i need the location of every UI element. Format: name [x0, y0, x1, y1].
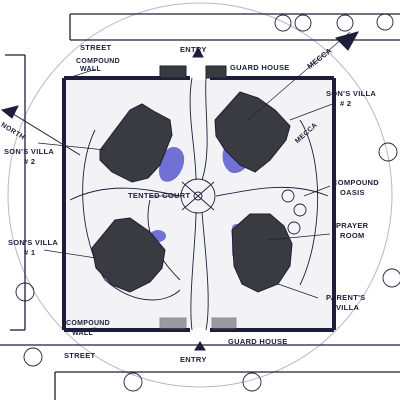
leader-lines	[37, 31, 351, 331]
label-compound-wall-top-1: COMPOUND	[76, 58, 120, 65]
label-sons-villa-left-2: # 2	[24, 157, 35, 166]
garden-paths	[69, 77, 329, 331]
label-guard-house-top: GUARD HOUSE	[230, 63, 290, 72]
site-circle	[7, 2, 393, 388]
villa-buildings	[91, 91, 293, 293]
label-entry-top: ENTRY	[180, 45, 207, 54]
compound-ground	[66, 80, 332, 328]
villa-bottom-right	[231, 213, 293, 293]
trees	[15, 13, 400, 392]
label-mecca-arrow: MECCA	[305, 46, 334, 71]
label-prayer-room-2: ROOM	[340, 231, 365, 240]
label-compound-wall-top-2: WALL	[80, 66, 101, 73]
label-sons-villa-1-2: # 1	[24, 248, 35, 257]
entry-arrow-bot	[194, 341, 206, 351]
label-entry-bot: ENTRY	[180, 355, 207, 364]
label-compound-wall-bot-1: COMPOUND	[66, 320, 110, 327]
label-street-bot: STREET	[64, 351, 96, 360]
villa-top-left	[99, 103, 173, 183]
label-compound-oasis-2: OASIS	[340, 188, 365, 197]
label-parents-villa-2: VILLA	[336, 303, 359, 312]
label-compound-oasis-1: COMPOUND	[332, 178, 379, 187]
label-tented-court: TENTED COURT	[128, 191, 190, 200]
mecca-arrowhead	[335, 31, 360, 51]
direction-arrows	[0, 31, 360, 351]
label-prayer-room-1: PRAYER	[336, 221, 369, 230]
label-compound-wall-bot-2: WALL	[72, 330, 93, 337]
entry-arrow-top	[192, 46, 204, 58]
pool-left	[158, 147, 185, 182]
label-sons-villa-right-1: SON'S VILLA	[326, 89, 376, 98]
label-sons-villa-right-2: # 2	[340, 99, 351, 108]
label-parents-villa-1: PARENT'S	[326, 293, 365, 302]
label-street-top: STREET	[80, 43, 112, 52]
villa-top-right	[214, 91, 291, 173]
label-sons-villa-left-1: SON'S VILLA	[4, 147, 54, 156]
label-guard-house-bot: GUARD HOUSE	[228, 337, 288, 346]
villa-bottom-left	[91, 217, 166, 293]
label-sons-villa-1-1: SON'S VILLA	[8, 238, 58, 247]
